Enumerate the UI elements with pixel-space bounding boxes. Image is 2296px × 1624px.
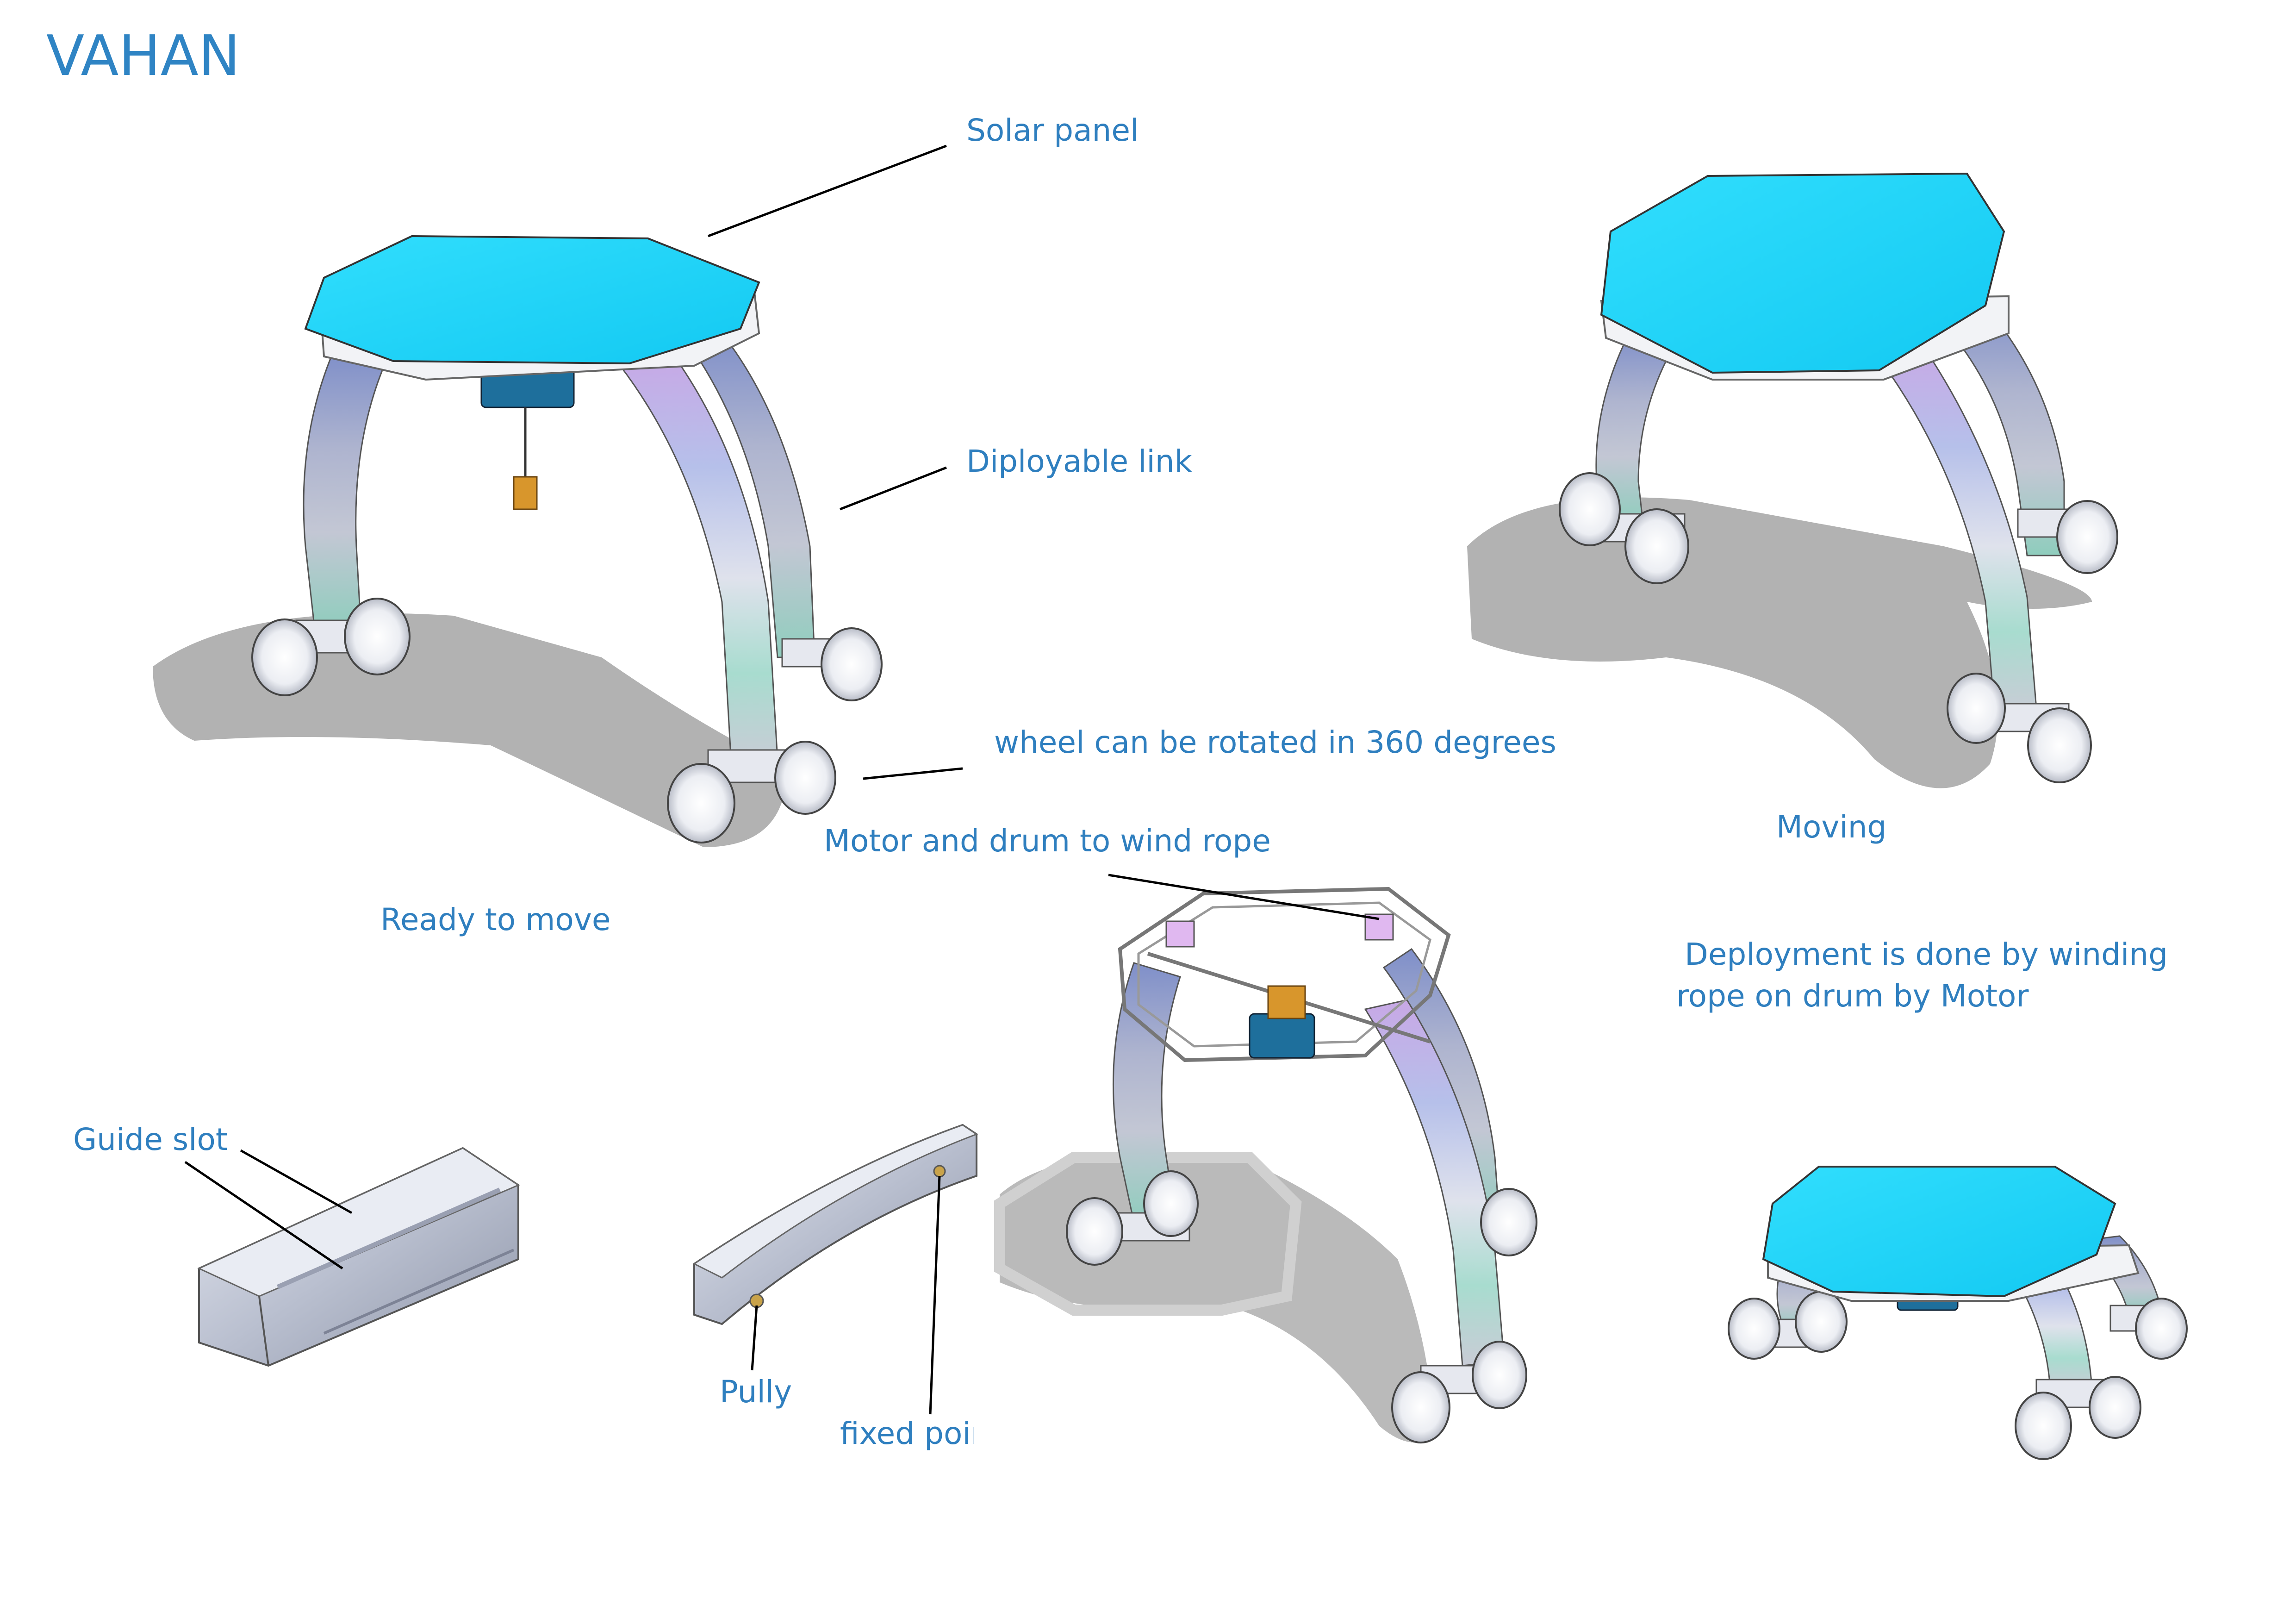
solar-panel (304, 235, 760, 365)
robot-compact (1728, 1166, 2188, 1460)
wheel (2135, 1298, 2188, 1360)
wheel (821, 627, 883, 701)
drum (1267, 985, 1306, 1019)
wheel (251, 618, 318, 696)
wheel (2027, 707, 2092, 783)
robot-deploying (994, 887, 1537, 1443)
page-title: VAHAN (46, 24, 240, 88)
leader-lines (184, 144, 1380, 1415)
robot-ready-to-move (153, 235, 883, 847)
solar-panel (1600, 172, 2005, 374)
wheel (1624, 508, 1689, 584)
label-deployment-line1: Deployment is done by winding (1685, 937, 2168, 972)
leader-deployable-link (840, 466, 947, 511)
wheel (2056, 500, 2118, 574)
leader-fixed-point (929, 1175, 941, 1415)
wheel (1066, 1197, 1123, 1266)
pulley-part (693, 1124, 978, 1325)
guide-slot-part (197, 1147, 520, 1367)
label-pully: Pully (720, 1374, 792, 1410)
leg-front (1364, 999, 1505, 1367)
wheel (1559, 472, 1621, 546)
label-fixed-point: fixed point (840, 1416, 974, 1451)
robot-moving (1467, 172, 2118, 788)
wheel (1391, 1371, 1450, 1443)
frame-ring-inner (1137, 901, 1431, 1048)
label-deployable-link: Diployable link (966, 443, 1192, 479)
frame-ring-outer (1118, 887, 1451, 1062)
leg-front-right (619, 351, 778, 765)
label-solar-panel: Solar panel (966, 112, 1139, 148)
wheel (1143, 1170, 1199, 1237)
leader-motor-drum (1108, 874, 1380, 920)
label-deployment-line2: rope on drum by Motor (1676, 978, 2029, 1014)
wheel (1472, 1341, 1527, 1409)
leader-guide-slot-1 (184, 1161, 343, 1270)
leader-wheel (863, 767, 963, 780)
leader-solar-panel (708, 144, 947, 237)
wheel (2089, 1376, 2141, 1439)
wheel (1728, 1298, 1780, 1360)
solar-panel (1762, 1166, 2116, 1298)
wheel (2015, 1392, 2072, 1460)
fixed-point-icon (933, 1165, 946, 1178)
label-motor-drum: Motor and drum to wind rope (824, 823, 1271, 859)
label-moving: Moving (1776, 809, 1887, 845)
leader-guide-slot-2 (240, 1149, 353, 1214)
shadow (1000, 1153, 1435, 1443)
shadow-octagon (994, 1152, 1302, 1316)
wheel (1947, 673, 2006, 744)
label-guide-slot: Guide slot (73, 1122, 228, 1157)
motor (1249, 1013, 1315, 1059)
shadow (1467, 497, 2092, 788)
wheel (344, 598, 411, 675)
wheel (1795, 1291, 1848, 1353)
wheel (1480, 1188, 1537, 1256)
label-wheel-rotation: wheel can be rotated in 360 degrees (994, 725, 1556, 760)
hook (513, 476, 538, 510)
pulley-icon (749, 1293, 764, 1308)
leg-front-left (303, 351, 386, 631)
wheel (774, 741, 836, 815)
pulley-block (1165, 920, 1195, 948)
label-ready-to-move: Ready to move (380, 902, 611, 937)
leader-pully (751, 1305, 758, 1371)
wheel (667, 763, 735, 843)
